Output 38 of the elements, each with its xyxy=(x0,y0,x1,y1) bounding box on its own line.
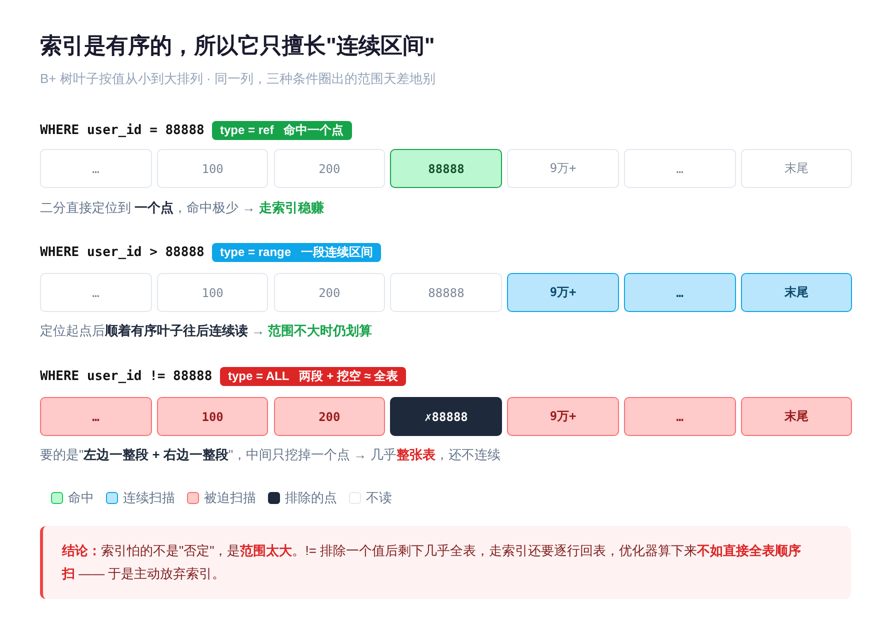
code-text: WHERE user_id != 88888 xyxy=(40,368,212,386)
legend-label: 命中 xyxy=(68,490,94,506)
title: 索引是有序的，所以它只擅长"连续区间" xyxy=(40,32,435,60)
legend-label: 不读 xyxy=(366,490,392,506)
tag-badge: type = range 一段连续区间 xyxy=(212,243,382,262)
value-cell: 200 xyxy=(274,273,386,312)
tag-badge: type = ref 命中一个点 xyxy=(212,121,352,140)
value-cell: 9万+ xyxy=(507,397,619,436)
value-cell: 200 xyxy=(274,397,386,436)
code-text: WHERE user_id > 88888 xyxy=(40,244,204,262)
value-cell: 200 xyxy=(274,149,386,188)
value-cell: 100 xyxy=(156,149,268,188)
note-box: 结论：索引怕的不是"否定"，是范围太大。!= 排除一个值后剩下几乎全表，走索引还要逐行回表，优化器算下来不如直接全表顺序扫 —— 于是主动放弃索引。 xyxy=(40,526,851,599)
value-cell: … xyxy=(40,397,152,436)
description-text: 要的是"左边一整段 + 右边一整段"，中间只挖掉一个点 → 几乎整张表，还不连续 xyxy=(40,446,500,464)
value-cell: 9万+ xyxy=(507,273,619,312)
value-cell: … xyxy=(624,397,736,436)
value-cell: 末尾 xyxy=(740,149,852,188)
description-text: 定位起点后顺着有序叶子往后连续读 → 范围不大时仍划算 xyxy=(40,322,372,340)
legend-label: 被迫扫描 xyxy=(204,490,256,506)
value-cell: 末尾 xyxy=(740,397,852,436)
value-cell: 末尾 xyxy=(740,273,852,312)
value-cell: … xyxy=(624,273,736,312)
value-cell: … xyxy=(624,149,736,188)
tag-badge: type = ALL 两段 + 挖空 ≈ 全表 xyxy=(220,367,406,386)
value-cell: ✗88888 xyxy=(390,397,502,436)
value-cell: 100 xyxy=(156,273,268,312)
value-cell: 88888 xyxy=(390,149,502,188)
legend-label: 排除的点 xyxy=(285,490,337,506)
legend-label: 连续扫描 xyxy=(123,490,175,506)
description-text: 二分直接定位到 一个点，命中极少 → 走索引稳赚 xyxy=(40,199,324,217)
value-cell: 9万+ xyxy=(507,149,619,188)
code-text: WHERE user_id = 88888 xyxy=(40,122,204,140)
value-cell: … xyxy=(40,273,152,312)
value-cell: … xyxy=(40,149,152,188)
subtitle: B+ 树叶子按值从小到大排列 · 同一列，三种条件圈出的范围天差地别 xyxy=(40,70,436,88)
value-cell: 100 xyxy=(156,397,268,436)
value-cell: 88888 xyxy=(390,273,502,312)
